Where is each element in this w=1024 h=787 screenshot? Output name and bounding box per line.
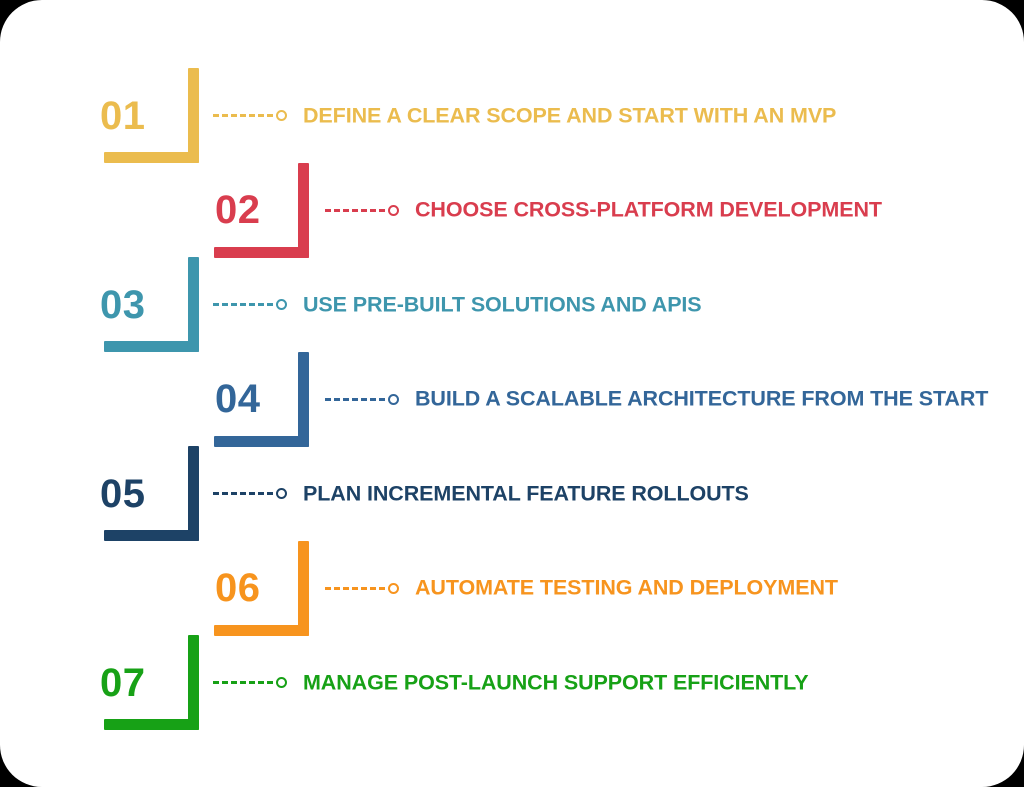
step-bracket-icon xyxy=(95,68,199,163)
step-row[interactable]: 02 CHOOSE CROSS-PLATFORM DEVELOPMENT xyxy=(0,162,1024,258)
step-bracket-icon xyxy=(205,162,309,258)
ring-icon xyxy=(276,677,287,688)
dashed-line-icon xyxy=(213,303,273,306)
step-label: PLAN INCREMENTAL FEATURE ROLLOUTS xyxy=(303,480,749,505)
ring-icon xyxy=(388,204,399,216)
step-bracket-icon xyxy=(205,351,309,447)
step-number: 07 xyxy=(100,660,146,705)
step-bracket-icon xyxy=(205,540,309,636)
step-row[interactable]: 07 MANAGE POST-LAUNCH SUPPORT EFFICIENTLY xyxy=(0,635,1024,730)
bracket-horizontal-bar xyxy=(104,152,199,163)
bracket-horizontal-bar xyxy=(214,246,309,258)
dashed-line-icon xyxy=(213,492,273,495)
ring-icon xyxy=(388,582,399,594)
step-label: AUTOMATE TESTING AND DEPLOYMENT xyxy=(415,575,838,600)
step-row[interactable]: 05 PLAN INCREMENTAL FEATURE ROLLOUTS xyxy=(0,446,1024,541)
step-label: MANAGE POST-LAUNCH SUPPORT EFFICIENTLY xyxy=(303,669,809,694)
bracket-vertical-bar xyxy=(188,257,199,352)
step-number: 02 xyxy=(215,188,261,232)
dashed-line-icon xyxy=(325,208,385,212)
step-bracket-icon xyxy=(95,257,199,352)
dashed-line-icon xyxy=(213,681,273,684)
step-label: CHOOSE CROSS-PLATFORM DEVELOPMENT xyxy=(415,197,882,222)
ring-icon xyxy=(276,488,287,499)
step-number: 01 xyxy=(100,93,146,138)
bracket-vertical-bar xyxy=(298,162,309,258)
step-label: DEFINE A CLEAR SCOPE AND START WITH AN M… xyxy=(303,102,837,127)
bracket-vertical-bar xyxy=(298,540,309,636)
bracket-vertical-bar xyxy=(298,351,309,447)
step-bracket-icon xyxy=(95,446,199,541)
bracket-vertical-bar xyxy=(188,635,199,730)
dashed-line-with-ring-icon xyxy=(325,203,399,217)
dashed-line-icon xyxy=(213,114,273,117)
step-row[interactable]: 04 BUILD A SCALABLE ARCHITECTURE FROM THE… xyxy=(0,351,1024,447)
step-number: 05 xyxy=(100,471,146,516)
bracket-horizontal-bar xyxy=(104,341,199,352)
bracket-vertical-bar xyxy=(188,68,199,163)
dashed-line-with-ring-icon xyxy=(213,298,287,312)
bracket-horizontal-bar xyxy=(214,435,309,447)
bracket-horizontal-bar xyxy=(104,530,199,541)
dashed-line-with-ring-icon xyxy=(325,581,399,595)
step-number: 06 xyxy=(215,566,261,610)
ring-icon xyxy=(276,299,287,310)
step-bracket-icon xyxy=(95,635,199,730)
dashed-line-icon xyxy=(325,397,385,401)
ring-icon xyxy=(388,393,399,405)
dashed-line-with-ring-icon xyxy=(213,676,287,690)
step-label: USE PRE-BUILT SOLUTIONS AND APIS xyxy=(303,291,702,316)
dashed-line-with-ring-icon xyxy=(325,392,399,406)
bracket-horizontal-bar xyxy=(214,624,309,636)
step-number: 03 xyxy=(100,282,146,327)
step-label: BUILD A SCALABLE ARCHITECTURE FROM THE S… xyxy=(415,386,989,411)
step-row[interactable]: 03 USE PRE-BUILT SOLUTIONS AND APIS xyxy=(0,257,1024,352)
dashed-line-with-ring-icon xyxy=(213,109,287,123)
dashed-line-icon xyxy=(325,586,385,590)
step-number: 04 xyxy=(215,377,261,421)
dashed-line-with-ring-icon xyxy=(213,487,287,501)
ring-icon xyxy=(276,110,287,121)
bracket-horizontal-bar xyxy=(104,719,199,730)
step-row[interactable]: 06 AUTOMATE TESTING AND DEPLOYMENT xyxy=(0,540,1024,636)
step-row[interactable]: 01 DEFINE A CLEAR SCOPE AND START WITH AN… xyxy=(0,68,1024,163)
bracket-vertical-bar xyxy=(188,446,199,541)
